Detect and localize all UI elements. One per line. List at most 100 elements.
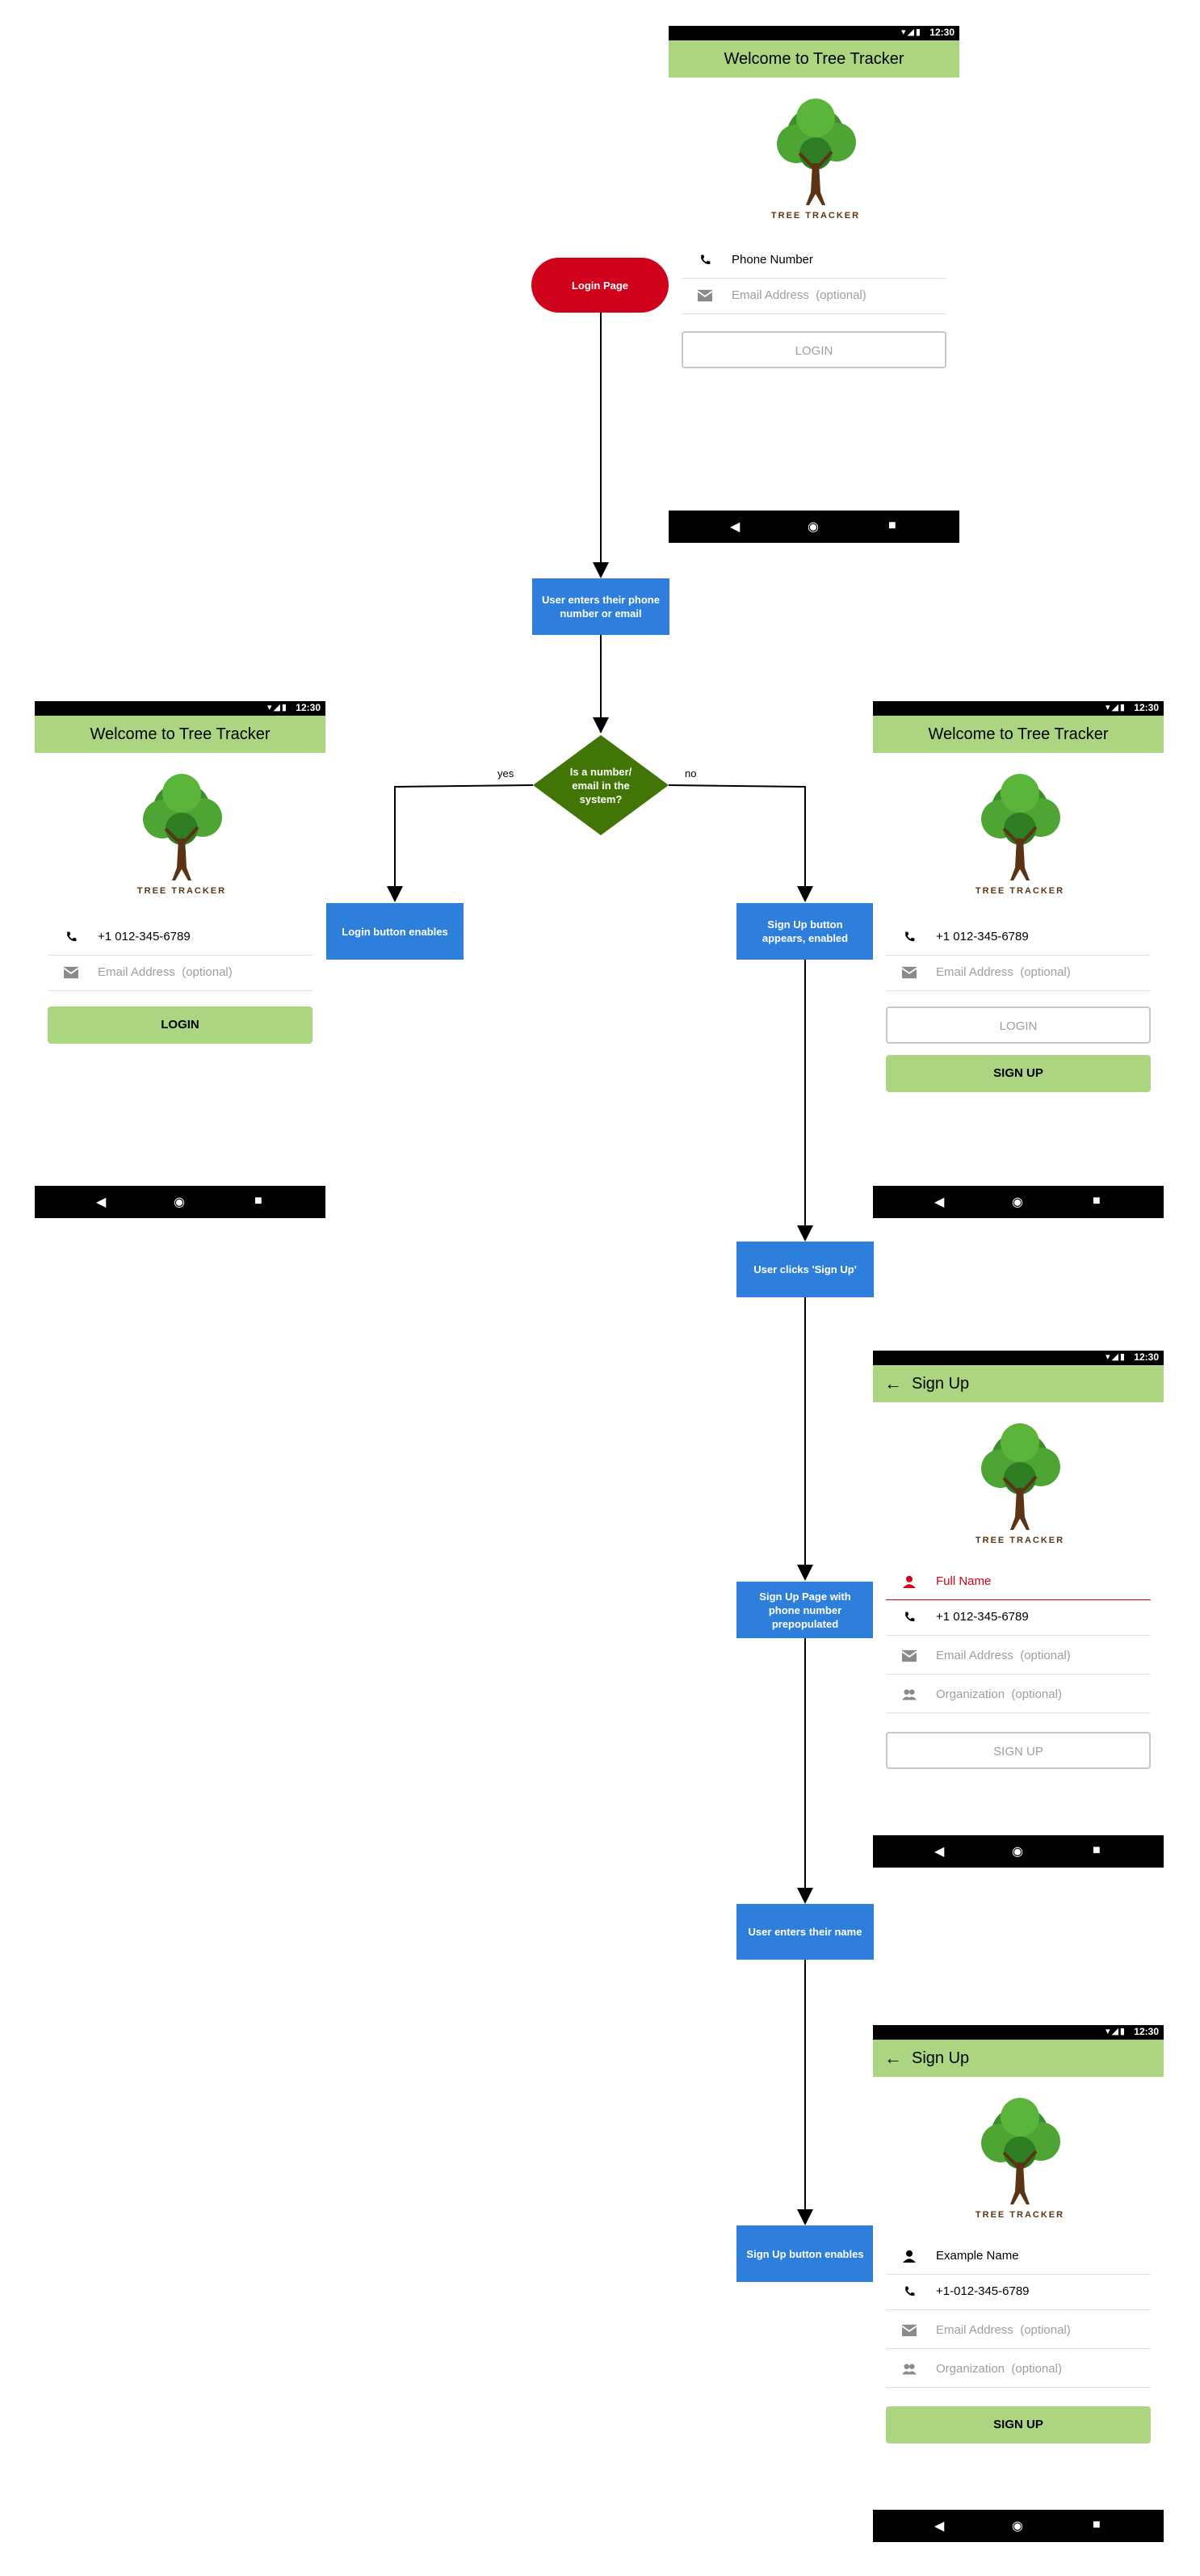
- nav-home-icon[interactable]: ◉: [1012, 2519, 1023, 2533]
- mail-icon: [902, 2324, 917, 2337]
- organization-placeholder: Organization (optional): [936, 2362, 1062, 2376]
- logo-text: TREE TRACKER: [976, 886, 1064, 896]
- email-field[interactable]: Email Address (optional): [886, 2313, 1151, 2349]
- process-enters-name: User enters their name: [736, 1904, 874, 1960]
- logo-text: TREE TRACKER: [137, 886, 226, 896]
- phone-icon: [905, 2286, 915, 2297]
- email-placeholder: Email Address (optional): [732, 288, 866, 302]
- phone-placeholder: Phone Number: [732, 253, 813, 267]
- nav-back-icon[interactable]: ◀: [934, 2519, 945, 2533]
- phone-field[interactable]: +1 012-345-6789: [886, 919, 1151, 956]
- nav-home-icon[interactable]: ◉: [808, 520, 819, 534]
- nav-bar: ◀ ◉ ■: [35, 1186, 325, 1218]
- app-bar: ← Sign Up: [873, 1365, 1164, 1402]
- wifi-signal-battery-icon: ▾◢▮: [900, 27, 922, 37]
- nav-recent-icon[interactable]: ■: [1093, 1194, 1101, 1208]
- login-button-disabled[interactable]: LOGIN: [886, 1006, 1151, 1044]
- group-icon: [902, 1689, 917, 1700]
- organization-placeholder: Organization (optional): [936, 1687, 1062, 1701]
- mail-icon: [902, 966, 917, 979]
- phone-field[interactable]: Phone Number: [682, 242, 946, 279]
- email-field[interactable]: Email Address (optional): [886, 955, 1151, 991]
- status-bar: ▾◢▮ 12:30: [35, 701, 325, 716]
- status-bar: ▾◢▮ 12:30: [669, 26, 959, 40]
- phone-field[interactable]: +1-012-345-6789: [886, 2274, 1151, 2310]
- full-name-field[interactable]: Example Name: [886, 2238, 1151, 2275]
- back-arrow-icon[interactable]: ←: [884, 2048, 902, 2068]
- mail-icon: [698, 289, 712, 302]
- signup-button-disabled[interactable]: SIGN UP: [886, 1732, 1151, 1769]
- email-field[interactable]: Email Address (optional): [886, 1638, 1151, 1675]
- phone-value: +1 012-345-6789: [98, 930, 191, 943]
- nav-back-icon[interactable]: ◀: [96, 1196, 107, 1209]
- mail-icon: [902, 1649, 917, 1662]
- app-title: Sign Up: [912, 1375, 970, 1393]
- edge-decision-no: [668, 784, 813, 902]
- phone-value: +1-012-345-6789: [936, 2284, 1030, 2298]
- process-clicks-signup: User clicks 'Sign Up': [736, 1242, 874, 1297]
- status-time: 12:30: [929, 27, 955, 38]
- phone-icon: [905, 931, 915, 942]
- logo-text: TREE TRACKER: [976, 2210, 1064, 2220]
- status-bar: ▾◢▮ 12:30: [873, 2025, 1164, 2040]
- email-field[interactable]: Email Address (optional): [48, 955, 313, 991]
- phone-icon: [701, 254, 711, 265]
- decision-diamond: [533, 735, 669, 835]
- nav-recent-icon[interactable]: ■: [1093, 1843, 1101, 1857]
- nav-back-icon[interactable]: ◀: [934, 1845, 945, 1859]
- organization-field[interactable]: Organization (optional): [886, 2351, 1151, 2388]
- organization-field[interactable]: Organization (optional): [886, 1677, 1151, 1713]
- status-time: 12:30: [1134, 1351, 1159, 1363]
- nav-bar: ◀ ◉ ■: [669, 511, 959, 543]
- status-bar: ▾◢▮ 12:30: [873, 1351, 1164, 1365]
- status-time: 12:30: [1134, 702, 1159, 713]
- nav-home-icon[interactable]: ◉: [1012, 1196, 1023, 1209]
- email-field[interactable]: Email Address (optional): [682, 278, 946, 314]
- email-placeholder: Email Address (optional): [98, 965, 233, 979]
- nav-recent-icon[interactable]: ■: [254, 1194, 262, 1208]
- email-placeholder: Email Address (optional): [936, 965, 1071, 979]
- nav-back-icon[interactable]: ◀: [934, 1196, 945, 1209]
- wifi-signal-battery-icon: ▾◢▮: [266, 703, 288, 712]
- process-signup-page: Sign Up Page with phone number prepopula…: [736, 1582, 874, 1638]
- phone-icon: [67, 931, 77, 942]
- nav-back-icon[interactable]: ◀: [730, 520, 741, 534]
- login-button-disabled[interactable]: LOGIN: [682, 331, 946, 368]
- start-node-login-page: Login Page: [531, 258, 669, 313]
- app-bar: ← Sign Up: [873, 2040, 1164, 2077]
- edge-label-yes: yes: [497, 767, 514, 780]
- phone-field[interactable]: +1 012-345-6789: [48, 919, 313, 956]
- signup-button-enabled[interactable]: SIGN UP: [886, 1055, 1151, 1092]
- nav-bar: ◀ ◉ ■: [873, 1835, 1164, 1868]
- email-placeholder: Email Address (optional): [936, 2323, 1071, 2337]
- app-title: Welcome to Tree Tracker: [928, 725, 1109, 743]
- phone-icon: [905, 1612, 915, 1622]
- app-title: Welcome to Tree Tracker: [724, 50, 904, 68]
- email-placeholder: Email Address (optional): [936, 1649, 1071, 1662]
- nav-bar: ◀ ◉ ■: [873, 1186, 1164, 1218]
- nav-recent-icon[interactable]: ■: [1093, 2518, 1101, 2532]
- phone-login-empty: ▾◢▮ 12:30 Welcome to Tree Tracker TREE T…: [669, 26, 959, 543]
- nav-bar: ◀ ◉ ■: [873, 2510, 1164, 2542]
- tree-logo-icon: TREE TRACKER: [976, 2098, 1064, 2220]
- back-arrow-icon[interactable]: ←: [884, 1373, 902, 1393]
- login-button-enabled[interactable]: LOGIN: [48, 1006, 313, 1044]
- process-signup-enables: Sign Up button enables: [736, 2225, 874, 2282]
- process-enter-contact: User enters their phone number or email: [532, 578, 669, 635]
- signup-button-enabled[interactable]: SIGN UP: [886, 2406, 1151, 2444]
- full-name-field[interactable]: Full Name: [886, 1564, 1151, 1600]
- nav-recent-icon[interactable]: ■: [888, 519, 896, 532]
- process-login-enables: Login button enables: [326, 903, 464, 960]
- phone-field[interactable]: +1 012-345-6789: [886, 1599, 1151, 1636]
- process-signup-appears: Sign Up button appears, enabled: [736, 903, 874, 960]
- mail-icon: [64, 966, 78, 979]
- wifi-signal-battery-icon: ▾◢▮: [1105, 703, 1127, 712]
- tree-logo-icon: TREE TRACKER: [976, 774, 1064, 896]
- status-time: 12:30: [296, 702, 321, 713]
- phone-signup-page: ▾◢▮ 12:30 ← Sign Up TREE TRACKER Full Na…: [873, 1351, 1164, 1868]
- full-name-placeholder: Full Name: [936, 1574, 992, 1588]
- nav-home-icon[interactable]: ◉: [174, 1196, 185, 1209]
- nav-home-icon[interactable]: ◉: [1012, 1845, 1023, 1859]
- wifi-signal-battery-icon: ▾◢▮: [1105, 1352, 1127, 1362]
